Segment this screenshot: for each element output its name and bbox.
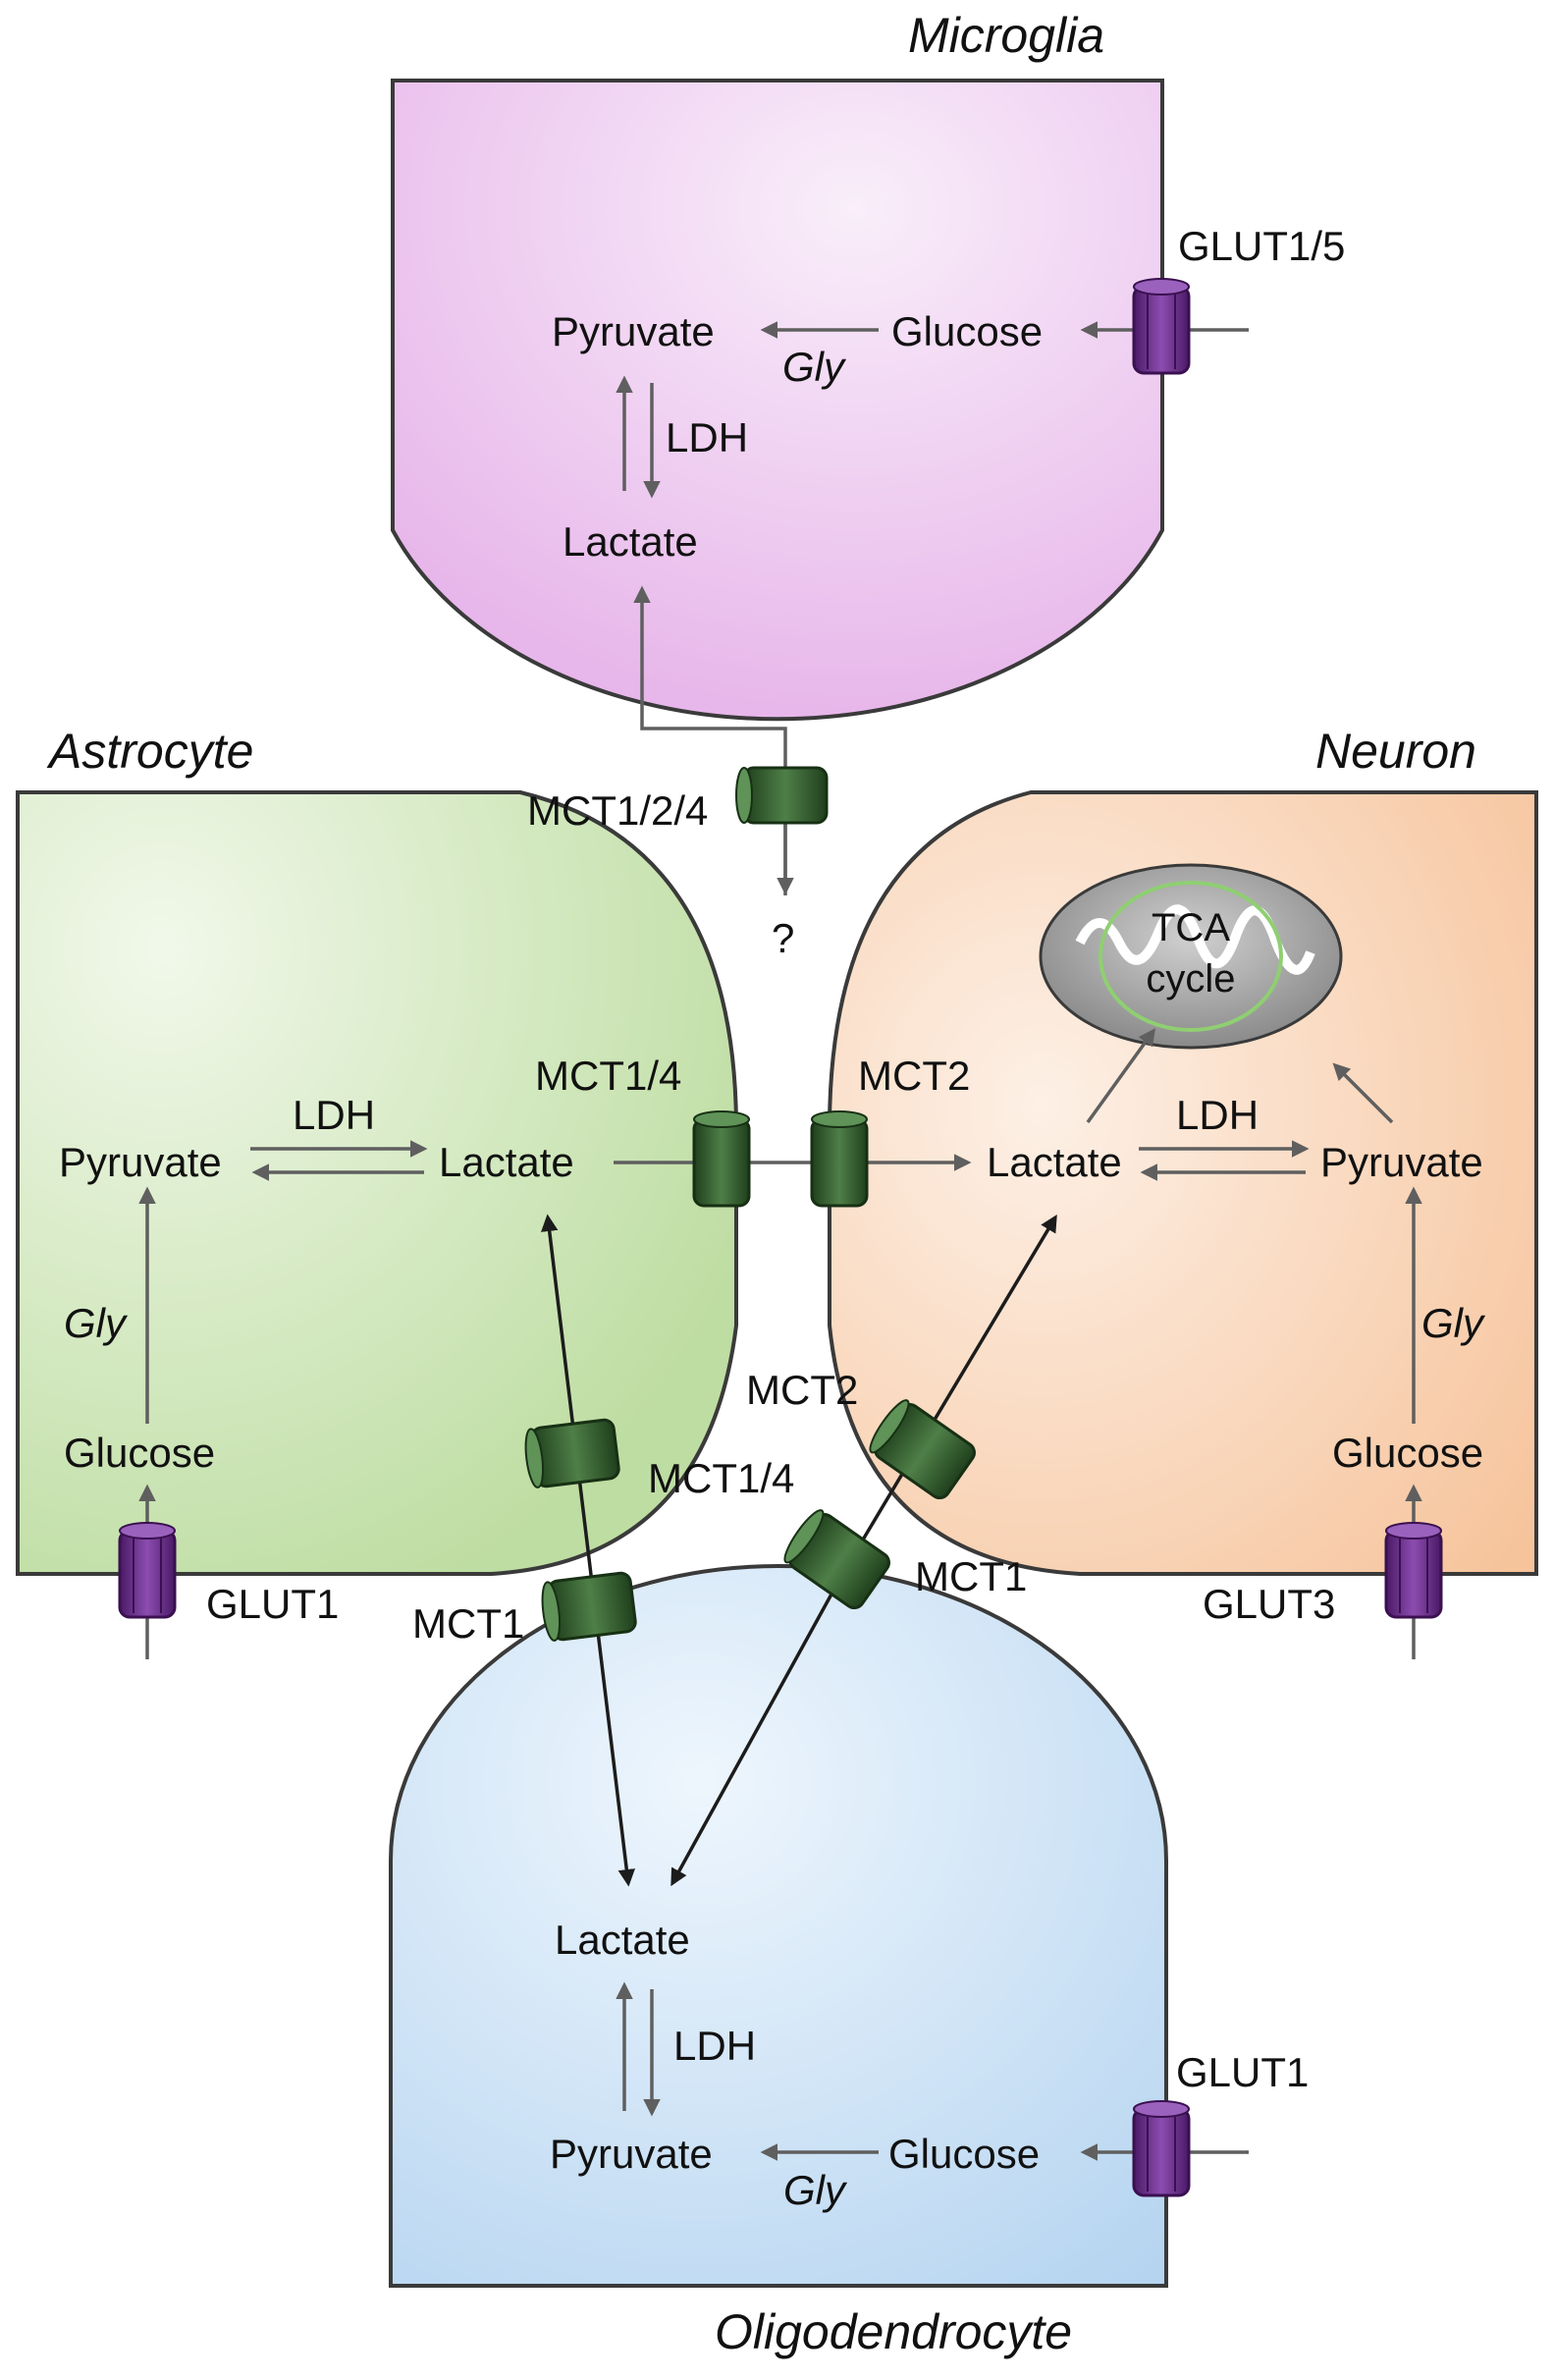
oligo-glut-transporter-icon [1132,2099,1191,2197]
oligo-mct-astro-label: MCT1 [412,1600,524,1647]
neuron-mct-astro-label: MCT2 [858,1053,970,1099]
microglia-glucose-label: Glucose [891,308,1043,354]
tca-cycle-line2: cycle [1146,957,1235,1001]
microglia-gly-label: Gly [782,344,847,390]
astrocyte-mct-neuron-label: MCT1/4 [535,1053,681,1099]
neuron-lactate-to-tca-arrow [1086,1028,1156,1124]
microglia-mct-transporter-icon [735,766,829,825]
oligo-lactate-label: Lactate [555,1917,690,1963]
neuron-glucose-label: Glucose [1332,1430,1483,1476]
astro-oligo-mct14-transporter-icon [524,1418,620,1488]
astrocyte-lactate-label: Lactate [439,1139,574,1185]
neuron-glut-label: GLUT3 [1203,1581,1335,1627]
astrocyte-mct-neuron-transporter-icon [692,1110,751,1208]
oligo-ldh-label: LDH [673,2023,756,2069]
astrocyte-glut-label: GLUT1 [206,1581,339,1627]
astrocyte-glucose-label: Glucose [64,1430,215,1476]
neuron-to-oligo-lactate-arrow [670,1570,846,1887]
oligo-pyruvate-label: Pyruvate [550,2131,713,2177]
neuron-cell [828,790,1538,1576]
oligo-to-neuron-lactate-arrow [842,1214,1057,1572]
astrocyte-title: Astrocyte [46,724,253,779]
microglia-ldh-label: LDH [666,414,748,460]
neuron-ldh-label: LDH [1176,1092,1259,1138]
neuron-oligo-mct2-transporter-icon [869,1399,976,1500]
oligodendrocyte-title: Oligodendrocyte [715,2304,1072,2359]
microglia-cell [391,79,1164,722]
astro-oligo-mct1-transporter-icon [541,1571,637,1642]
astro-oligo-lactate-arrow [540,1214,636,1887]
astrocyte-mct-oligo-label: MCT1/4 [648,1455,794,1501]
neuron-title: Neuron [1315,724,1476,779]
astrocyte-ldh-label: LDH [293,1092,375,1138]
microglia-glut-label: GLUT1/5 [1178,223,1345,269]
oligo-glucose-label: Glucose [888,2131,1040,2177]
astrocyte-gly-label: Gly [64,1300,129,1346]
neuron-mct-astro-transporter-icon [810,1110,869,1208]
neuron-lactate-label: Lactate [987,1139,1122,1185]
oligo-mct-neuron-label: MCT1 [915,1553,1027,1599]
microglia-unknown-label: ? [772,915,794,961]
microglia-mct-label: MCT1/2/4 [527,787,708,834]
neuron-oligo-mct1-transporter-icon [783,1509,890,1610]
astrocyte-pyruvate-label: Pyruvate [59,1139,222,1185]
neuron-pyruvate-to-tca-arrow [1332,1062,1394,1124]
oligo-glut-label: GLUT1 [1176,2049,1309,2095]
oligodendrocyte-cell [389,1564,1168,2288]
microglia-title: Microglia [908,8,1104,63]
microglia-lactate-label: Lactate [563,518,698,565]
neuron-gly-label: Gly [1421,1300,1486,1346]
neuron-mct-oligo-label: MCT2 [746,1367,858,1413]
microglia-glut-transporter-icon [1132,277,1191,375]
astrocyte-glut-transporter-icon [118,1521,177,1619]
oligo-gly-label: Gly [783,2167,848,2213]
tca-cycle-line1: TCA [1152,906,1230,949]
microglia-pyruvate-label: Pyruvate [552,308,715,354]
mitochondrion-icon [1039,863,1343,1050]
neuron-glut-transporter-icon [1384,1521,1443,1619]
neuron-pyruvate-label: Pyruvate [1320,1139,1483,1185]
